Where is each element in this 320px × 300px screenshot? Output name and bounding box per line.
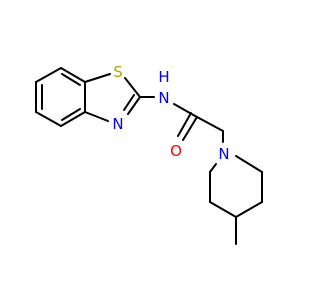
- bond-carbonyl-methylene: [196, 116, 224, 132]
- piperidine-bond: [235, 155, 263, 173]
- benzene-bond: [35, 67, 62, 83]
- piperidine-bond: [209, 201, 237, 218]
- bond-nh-carbonyl: [173, 103, 198, 118]
- thiazole-double-bond-c-n: [123, 94, 135, 111]
- carbonyl-double-bond: [177, 112, 192, 137]
- molecule-svg: S N H N O N: [35, 63, 263, 245]
- piperidine-bond: [209, 163, 217, 173]
- thiazole-bond-n-c: [84, 111, 109, 122]
- sulfur-atom-label: S: [113, 63, 123, 81]
- benzene-bond: [60, 111, 86, 127]
- benzene-bond: [60, 67, 86, 83]
- thiazole-bond-s-c: [124, 77, 141, 98]
- piperidine-ring: [209, 155, 263, 245]
- benzene-bond: [35, 111, 62, 127]
- thiazole-bond-c-s: [84, 73, 111, 83]
- thiazole-ring: [84, 73, 141, 122]
- benzene-double-bond: [61, 108, 81, 121]
- carbonyl-oxygen-label: O: [170, 142, 182, 160]
- atom-labels: S N H N O N: [112, 63, 229, 163]
- structure-diagram: S N H N O N: [35, 63, 263, 245]
- side-chain: [139, 96, 224, 143]
- amide-hydrogen-label: H: [158, 68, 169, 86]
- amide-nitrogen-label: N: [158, 89, 169, 107]
- thiazole-bond-c-n: [127, 96, 141, 115]
- piperidine-nitrogen-label: N: [218, 145, 229, 163]
- bond-carbonyl-oxygen: [182, 116, 198, 141]
- thiazole-nitrogen-label: N: [112, 115, 123, 133]
- benzene-ring: [35, 67, 86, 127]
- benzene-double-bond: [61, 73, 81, 86]
- piperidine-bond: [235, 201, 263, 218]
